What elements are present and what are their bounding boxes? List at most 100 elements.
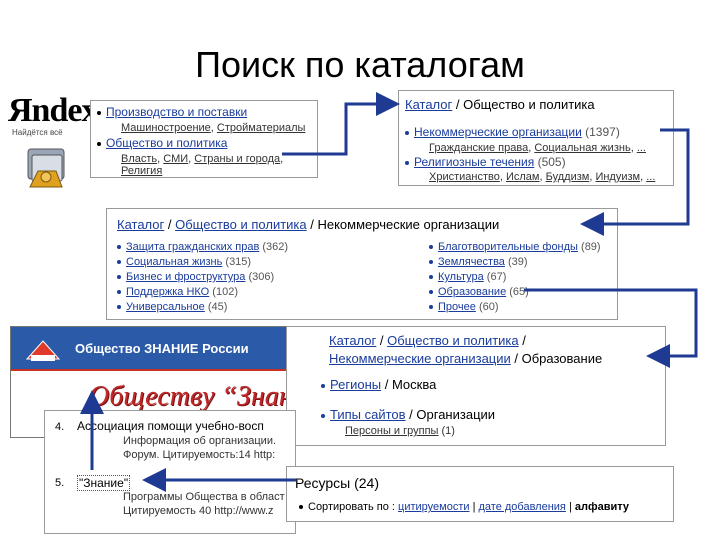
subcategory-link[interactable]: Христианство bbox=[429, 171, 500, 183]
subcategory-link[interactable]: Социальная жизнь bbox=[534, 142, 631, 154]
regions-link[interactable]: Регионы bbox=[330, 377, 382, 392]
result-title-link[interactable]: Ассоциация помощи учебно-восп bbox=[77, 419, 264, 433]
list-item: Благотворительные фонды (89) bbox=[429, 241, 614, 256]
bullet-icon bbox=[429, 275, 433, 280]
count-label: (65) bbox=[509, 286, 529, 298]
category-link[interactable]: Производство и поставки bbox=[106, 105, 248, 119]
sort-label: Сортировать по : bbox=[308, 501, 395, 513]
bullet-icon bbox=[429, 290, 433, 295]
list-item: Универсальное (45) bbox=[117, 301, 367, 316]
subcategory-link[interactable]: Буддизм bbox=[545, 171, 590, 183]
count-label: (102) bbox=[212, 286, 238, 298]
breadcrumb-catalog-link[interactable]: Каталог bbox=[405, 97, 453, 112]
category-link[interactable]: Землячества bbox=[438, 256, 505, 268]
bullet-icon bbox=[97, 141, 101, 146]
count-label: (1397) bbox=[585, 125, 620, 139]
count-label: (45) bbox=[207, 301, 228, 313]
count-label: (60) bbox=[478, 301, 499, 313]
result-description: Информация об организации. bbox=[123, 435, 277, 447]
resources-title: Ресурсы (24) bbox=[295, 475, 379, 491]
count-label: (306) bbox=[248, 271, 275, 283]
breadcrumb-nko-link[interactable]: Некоммерческие организации bbox=[329, 351, 511, 366]
subcategory-link[interactable]: СМИ bbox=[163, 153, 189, 165]
bullet-icon bbox=[299, 505, 303, 510]
site-types-link[interactable]: Типы сайтов bbox=[330, 407, 406, 422]
subcategory-row: Машиностроение, Стройматериалы bbox=[121, 122, 306, 134]
category-link[interactable]: Религиозные течения bbox=[414, 155, 535, 169]
list-item: Защита гражданских прав (362) bbox=[117, 241, 367, 256]
list-item: Типы сайтов / Организации bbox=[321, 407, 495, 422]
count-label: (505) bbox=[537, 155, 566, 169]
category-link[interactable]: Образование bbox=[438, 286, 507, 298]
site-type-value: Организации bbox=[416, 407, 496, 422]
category-link[interactable]: Общество и политика bbox=[106, 136, 228, 150]
subcategory-row: Христианство, Ислам, Буддизм, Индуизм, .… bbox=[429, 171, 656, 183]
count-label: (1) bbox=[441, 425, 455, 437]
breadcrumb-catalog-link[interactable]: Каталог bbox=[117, 217, 165, 232]
list-item: Бизнес и фроструктура (306) bbox=[117, 271, 367, 286]
subcategory-link[interactable]: Страны и города bbox=[194, 153, 281, 165]
yandex-tagline: Найдётся всё bbox=[12, 128, 63, 137]
breadcrumb: Каталог / Общество и политика bbox=[405, 97, 595, 112]
bullet-icon bbox=[117, 260, 121, 265]
sort-by-date-link[interactable]: дате добавления bbox=[478, 501, 566, 513]
bullet-icon bbox=[321, 383, 325, 388]
count-label: (39) bbox=[508, 256, 528, 268]
result-title-link[interactable]: "Знание" bbox=[77, 475, 131, 491]
category-link[interactable]: Защита гражданских прав bbox=[126, 241, 260, 253]
list-item: Культура (67) bbox=[429, 271, 614, 286]
subcategory-link[interactable]: Персоны и группы bbox=[345, 425, 439, 437]
count-label: (362) bbox=[262, 241, 289, 253]
subcategory-link[interactable]: ... bbox=[636, 142, 646, 154]
subcategory-link[interactable]: Индуизм bbox=[595, 171, 641, 183]
catalog-society-box: Каталог / Общество и политика Некоммерче… bbox=[398, 90, 674, 186]
bullet-icon bbox=[117, 305, 121, 310]
bullet-icon bbox=[405, 160, 409, 165]
result-number: 5. bbox=[55, 477, 65, 489]
yandex-logo: Яndex Найдётся всё bbox=[8, 94, 98, 140]
subcategory-link[interactable]: Стройматериалы bbox=[216, 122, 306, 134]
result-meta: Форум. Цитируемость:14 http: bbox=[123, 449, 276, 461]
category-link[interactable]: Некоммерческие организации bbox=[414, 125, 582, 139]
sort-by-citation-link[interactable]: цитируемости bbox=[398, 501, 470, 513]
breadcrumb-society-link[interactable]: Общество и политика bbox=[387, 333, 519, 348]
result-description: Программы Общества в област bbox=[123, 491, 285, 503]
list-item: Общество и политика bbox=[97, 136, 227, 150]
breadcrumb-society-link[interactable]: Общество и политика bbox=[175, 217, 307, 232]
category-link[interactable]: Благотворительные фонды bbox=[438, 241, 578, 253]
result-meta: Цитируемость 40 http://www.z bbox=[123, 505, 274, 517]
category-link[interactable]: Бизнес и фроструктура bbox=[126, 271, 246, 283]
list-item: Образование (65) bbox=[429, 286, 614, 301]
category-link[interactable]: Прочее bbox=[438, 301, 476, 313]
list-item: Производство и поставки bbox=[97, 105, 247, 119]
list-item: Регионы / Москва bbox=[321, 377, 436, 392]
subcategory-row: Власть, СМИ, Страны и города, bbox=[121, 153, 284, 165]
znanie-site-header: Общество ЗНАНИЕ России bbox=[11, 327, 299, 371]
subcategory-link[interactable]: Религия bbox=[121, 165, 163, 177]
breadcrumb-line2: Некоммерческие организации / Образование bbox=[329, 351, 603, 366]
subcategory-link[interactable]: ... bbox=[646, 171, 656, 183]
subcategory-row: Религия bbox=[121, 165, 162, 177]
category-column-left: Защита гражданских прав (362) Социальная… bbox=[117, 241, 367, 316]
subcategory-link[interactable]: Машиностроение bbox=[121, 122, 211, 134]
subcategory-link[interactable]: Ислам bbox=[505, 171, 540, 183]
catalog-nko-box: Каталог / Общество и политика / Некоммер… bbox=[106, 208, 618, 320]
breadcrumb-catalog-link[interactable]: Каталог bbox=[329, 333, 377, 348]
category-link[interactable]: Поддержка НКО bbox=[126, 286, 210, 298]
list-item: Религиозные течения (505) bbox=[405, 155, 566, 169]
bullet-icon bbox=[117, 275, 121, 280]
bullet-icon bbox=[321, 413, 325, 418]
breadcrumb: Каталог / Общество и политика / Некоммер… bbox=[117, 217, 500, 232]
category-link[interactable]: Универсальное bbox=[126, 301, 205, 313]
category-link[interactable]: Социальная жизнь bbox=[126, 256, 223, 268]
breadcrumb-current: Некоммерческие организации bbox=[317, 217, 500, 232]
list-item: Социальная жизнь (315) bbox=[117, 256, 367, 271]
count-label: (89) bbox=[581, 241, 601, 253]
subcategory-link[interactable]: Гражданские права bbox=[429, 142, 529, 154]
bullet-icon bbox=[97, 110, 101, 115]
yandex-catalog-box: Производство и поставки Машиностроение, … bbox=[90, 100, 318, 178]
subcategory-row: Персоны и группы (1) bbox=[345, 425, 455, 437]
subcategory-link[interactable]: Власть bbox=[121, 153, 158, 165]
category-link[interactable]: Культура bbox=[438, 271, 484, 283]
list-item: Прочее (60) bbox=[429, 301, 614, 316]
